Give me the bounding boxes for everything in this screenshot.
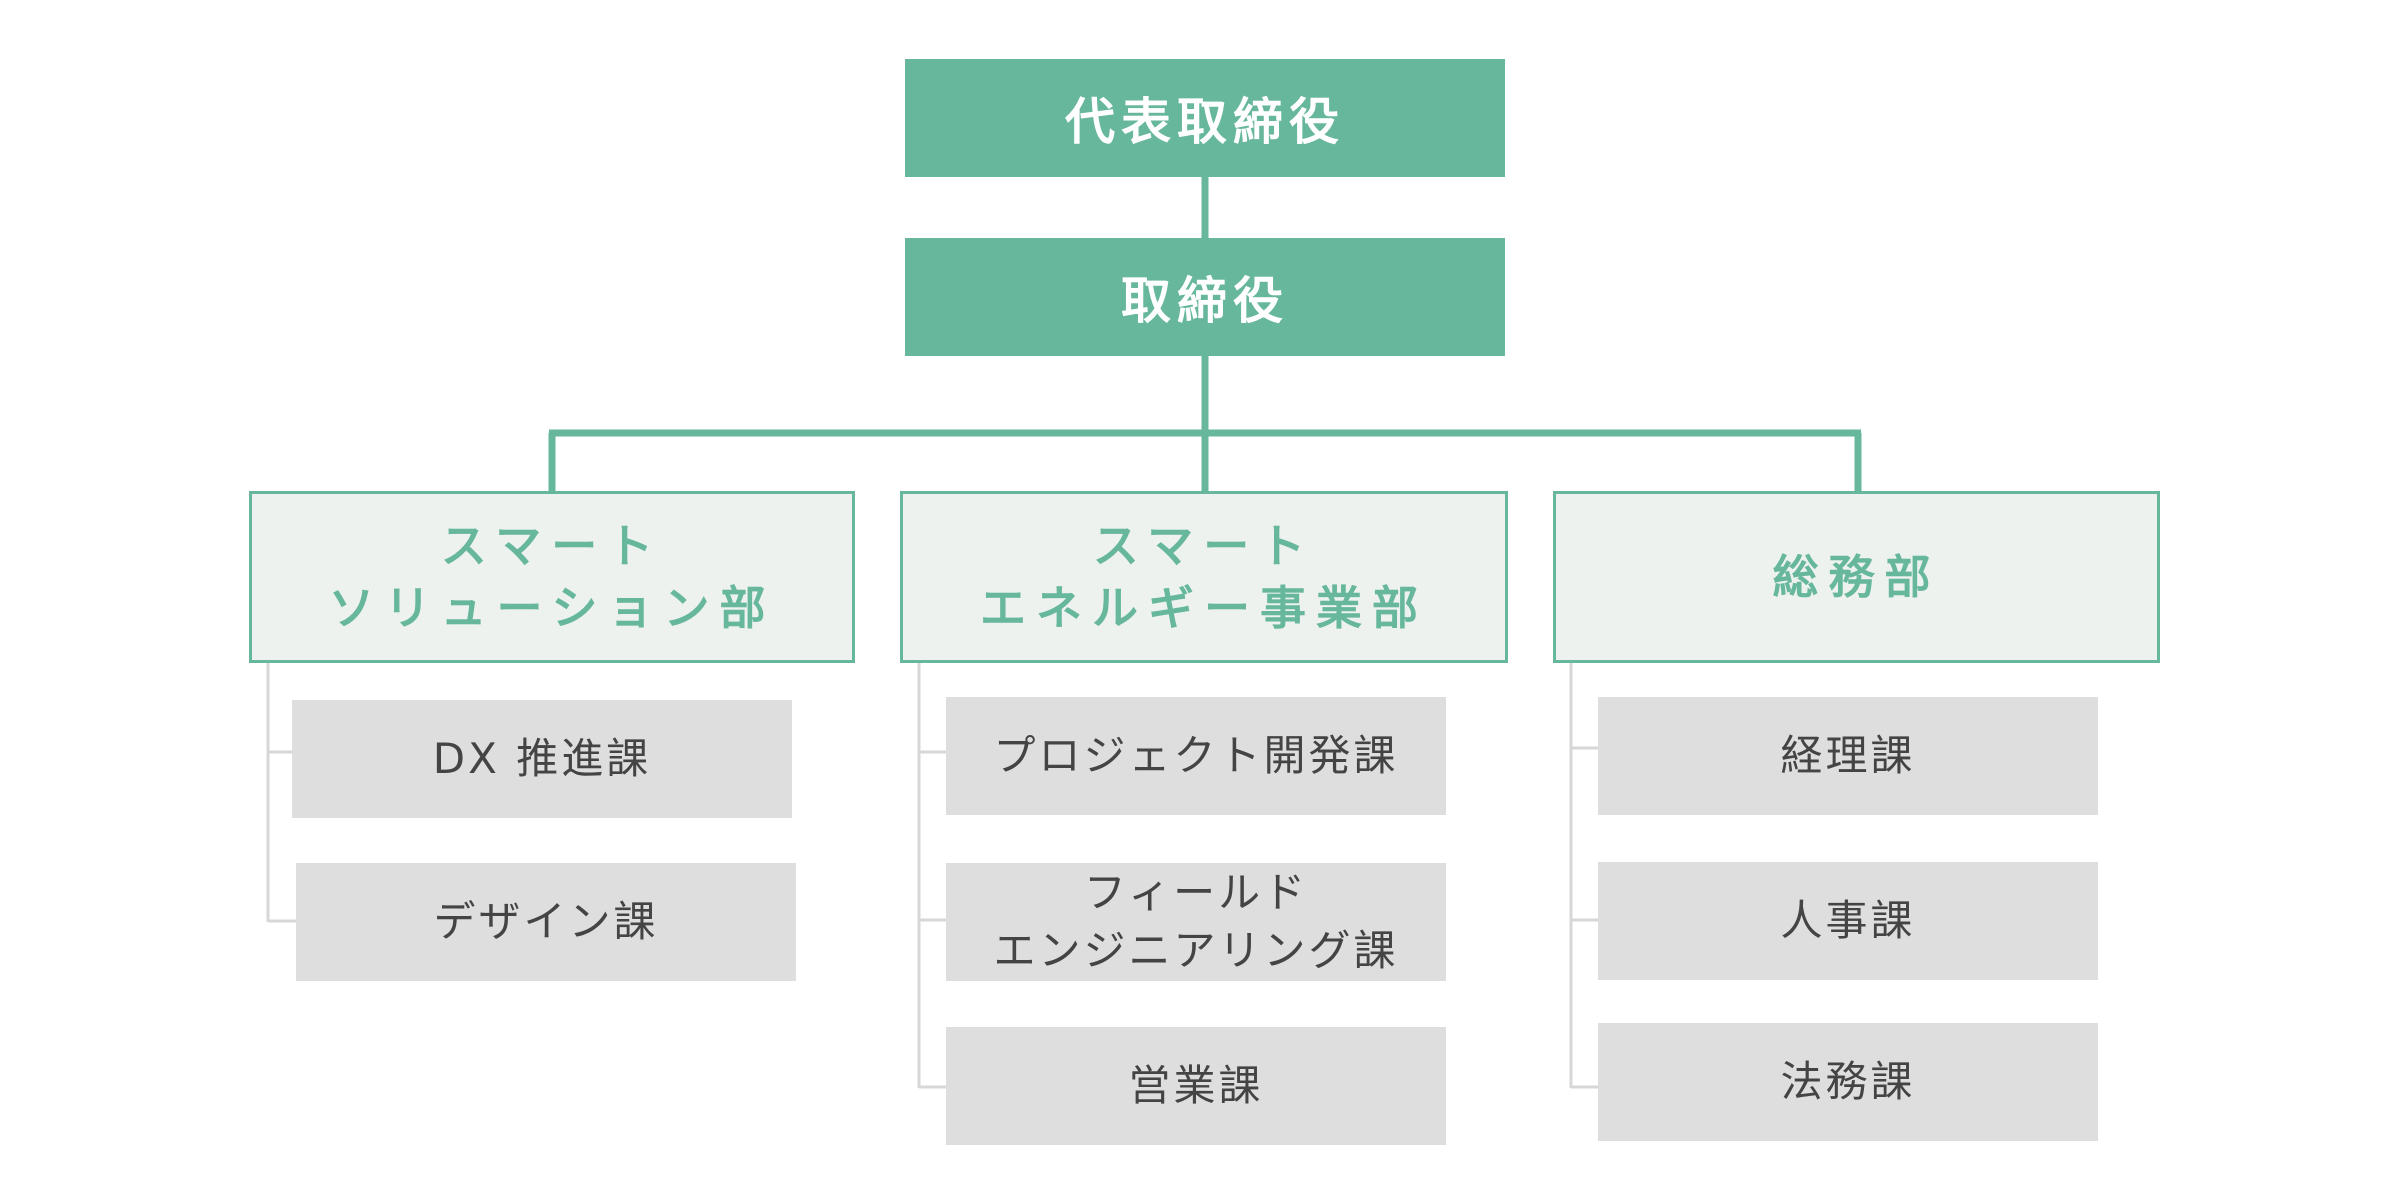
section-box-project-development: プロジェクト開発課 (946, 697, 1446, 815)
section-box-field-engineering: フィールド エンジニアリング課 (946, 863, 1446, 981)
department-box-smart-energy: スマート エネルギー事業部 (900, 491, 1508, 663)
department-box-general-affairs: 総務部 (1553, 491, 2160, 663)
section-box-human-resources: 人事課 (1598, 862, 2098, 980)
section-box-design: デザイン課 (296, 863, 796, 981)
section-box-legal: 法務課 (1598, 1023, 2098, 1141)
department-box-smart-solution: スマート ソリューション部 (249, 491, 855, 663)
section-box-dx-promotion: DX 推進課 (292, 700, 792, 818)
ceo-box: 代表取締役 (905, 59, 1505, 177)
section-box-accounting: 経理課 (1598, 697, 2098, 815)
directors-box: 取締役 (905, 238, 1505, 356)
section-box-sales: 営業課 (946, 1027, 1446, 1145)
